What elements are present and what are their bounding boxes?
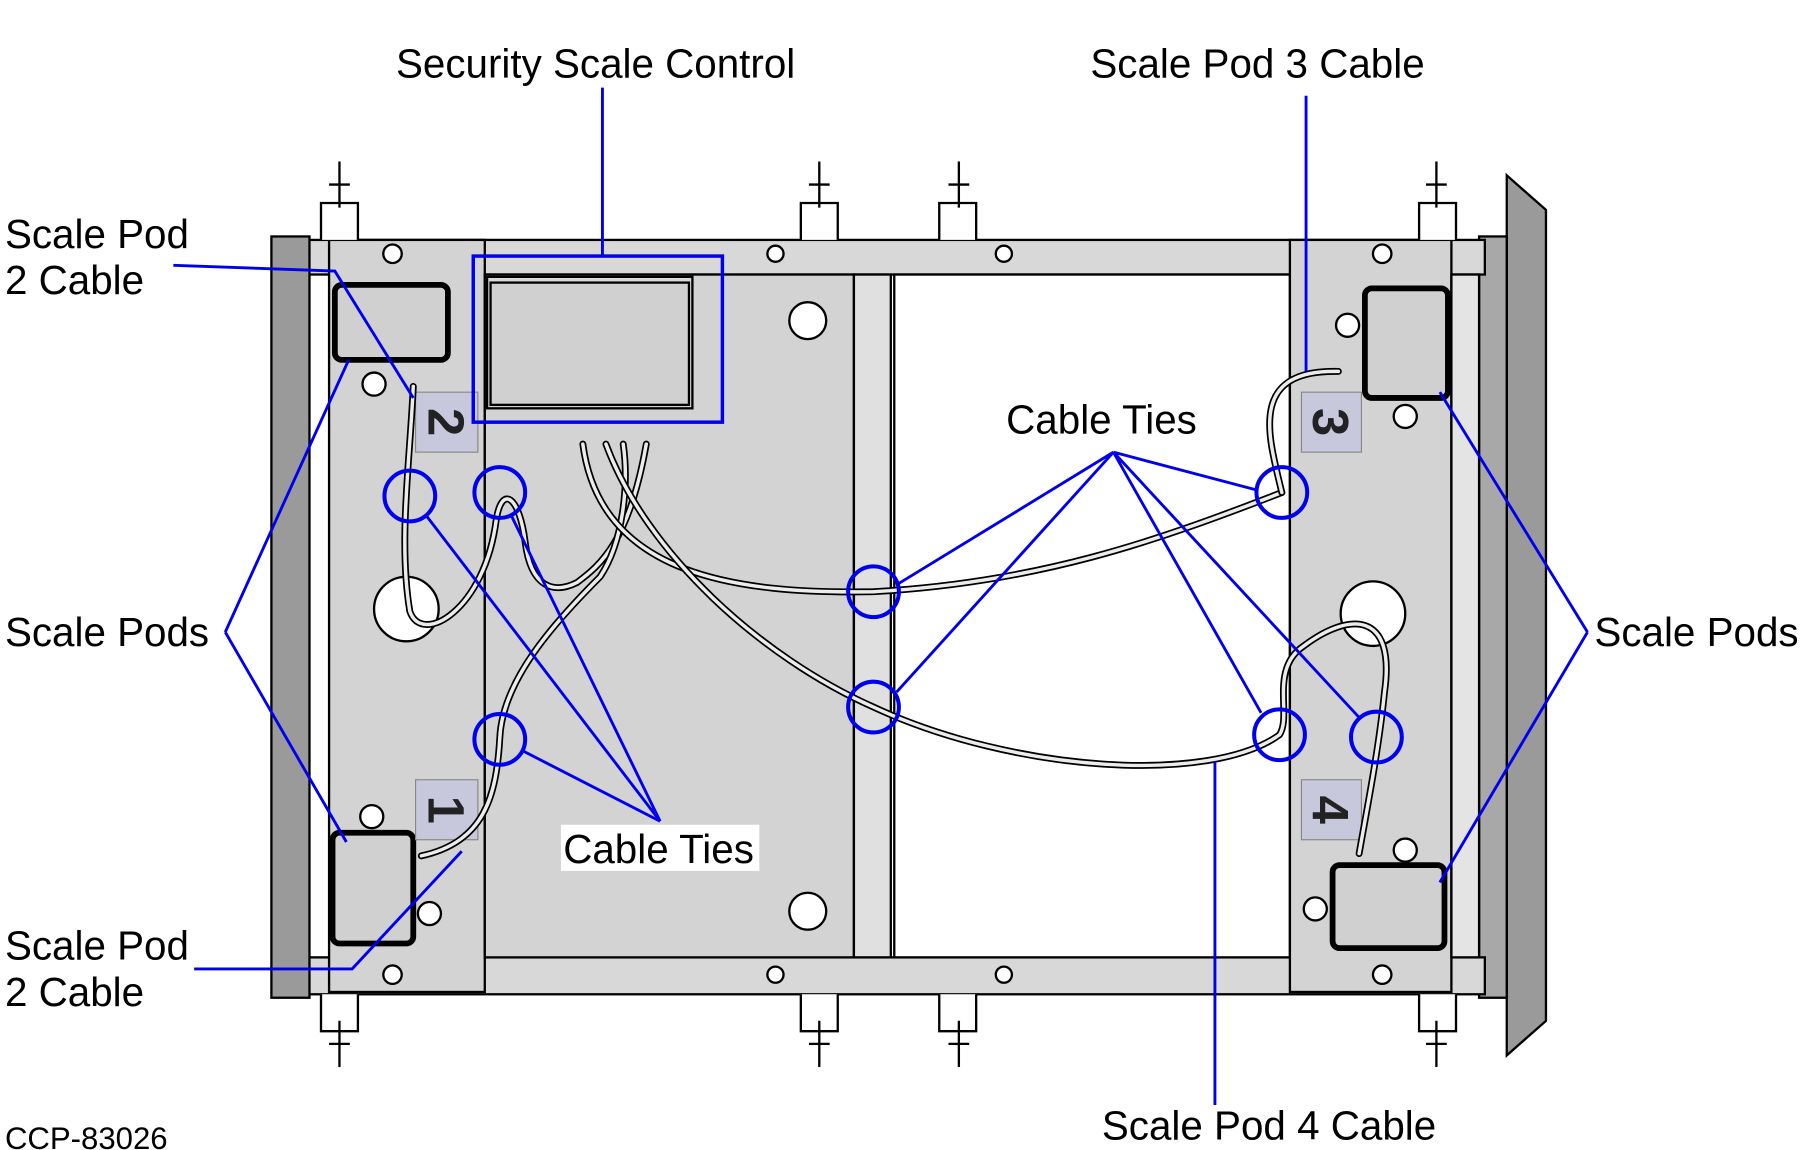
pod-number-4: 4 [1302, 796, 1359, 824]
label-scale-pod-2-cable-top-line2: 2 Cable [5, 257, 144, 303]
label-scale-pods-right: Scale Pods [1594, 609, 1798, 655]
cable-tie-ring [846, 564, 901, 620]
label-scale-pod-2-cable-bottom-line1: Scale Pod [5, 923, 189, 969]
control-box-lid [489, 281, 691, 407]
label-scale-pod-2-cable-top-line1: Scale Pod [5, 211, 189, 257]
figure-id: CCP-83026 [5, 1121, 168, 1150]
label-scale-pods-left: Scale Pods [5, 609, 209, 655]
scale-pods [329, 282, 1451, 952]
pod-number-1: 1 [417, 796, 474, 824]
cable-hole-right [1339, 580, 1407, 648]
cable-ties-lower-bg [560, 824, 760, 871]
right-rail-inner [1477, 235, 1508, 999]
label-scale-pod-4-cable: Scale Pod 4 Cable [1102, 1103, 1436, 1149]
right-inner-strip [1450, 273, 1481, 959]
scale-pod-1 [329, 829, 417, 947]
cable-tie-ring [382, 468, 438, 524]
pod-number-2: 2 [417, 408, 474, 436]
leader-lines [173, 87, 1589, 1106]
wing-nuts [319, 161, 1458, 1067]
scale-pod-4 [1329, 862, 1448, 952]
cable-tie-ring [472, 465, 528, 520]
left-rail [270, 235, 311, 999]
cable-tie-ring [1349, 709, 1404, 765]
pod-number-plates: 2 1 3 4 [415, 391, 1363, 841]
cable-tie-ring [1252, 707, 1307, 763]
cable-tie-ring [846, 679, 901, 735]
frame-bottom-rail [301, 956, 1486, 996]
label-cable-ties-center: Cable Ties [1006, 397, 1197, 443]
center-opening [893, 273, 1292, 959]
pod-number-3: 3 [1302, 408, 1359, 436]
label-cable-ties-lower: Cable Ties [563, 826, 754, 872]
label-scale-pod-2-cable-bottom-line2: 2 Cable [5, 969, 144, 1015]
scale-pod-3 [1362, 285, 1451, 401]
cable-tie-ring [1254, 465, 1310, 520]
screws [359, 243, 1418, 986]
right-rail [1505, 172, 1548, 1058]
control-box-highlight [471, 254, 725, 424]
label-scale-pod-3-cable: Scale Pod 3 Cable [1090, 40, 1424, 86]
label-security-scale-control: Security Scale Control [396, 40, 795, 86]
cable-tie-ring [472, 711, 528, 767]
cable-tie-markers [382, 465, 1404, 767]
